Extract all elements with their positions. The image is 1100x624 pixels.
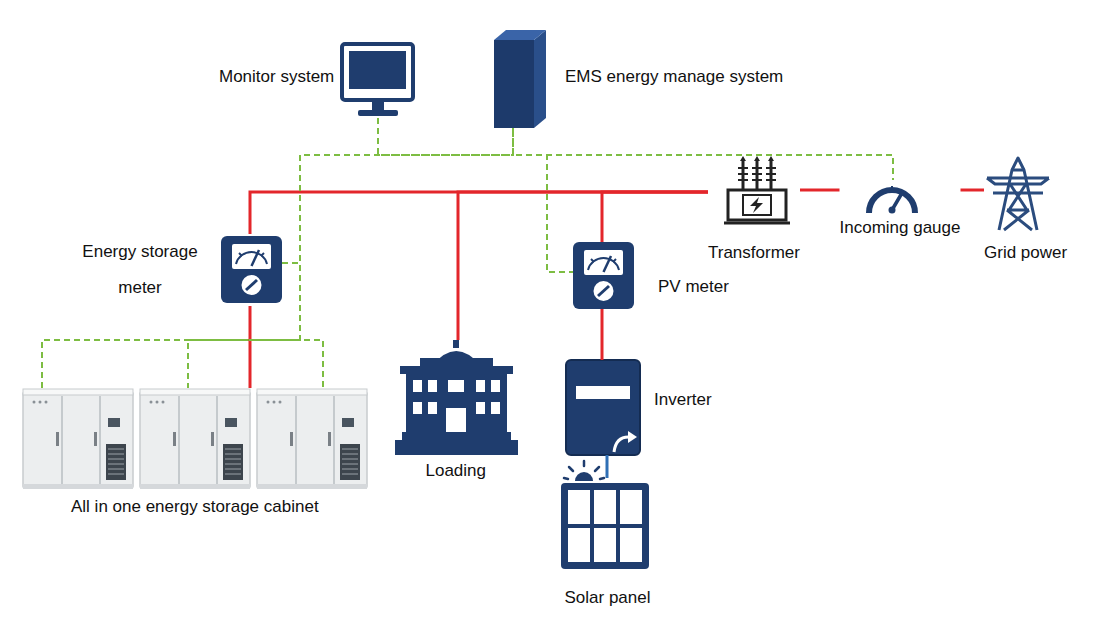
- monitor-node: Monitor system: [219, 42, 415, 118]
- node-label: PV meter: [658, 277, 729, 297]
- node-label-block: Solar panel: [565, 588, 651, 608]
- comm-line: [378, 118, 513, 155]
- ems-node: EMS energy manage system: [494, 30, 784, 128]
- cabinet-icon: [257, 389, 367, 489]
- node-label: Transformer: [708, 243, 800, 263]
- node-label: Energy storage meter: [74, 234, 206, 306]
- inverter-icon: [566, 360, 640, 455]
- solar-panel-node: Solar panel: [560, 478, 652, 608]
- node-label-block: EMS energy manage system: [565, 67, 783, 87]
- node-label: Loading: [426, 461, 487, 481]
- storage-cabinet-node: All in one energy storage cabinet: [22, 388, 368, 517]
- comm-line: [188, 128, 513, 388]
- gauge-node: Incoming gauge: [840, 180, 961, 238]
- power-line: [250, 192, 708, 234]
- grid-node: Grid power: [984, 158, 1068, 263]
- cabinet-icon: [23, 389, 133, 489]
- node-label-block: Incoming gauge: [840, 218, 961, 238]
- power-line: [961, 189, 985, 192]
- server-cabinet-icon: [494, 30, 546, 128]
- gauge-icon: [869, 186, 915, 214]
- node-label: Solar panel: [565, 588, 651, 608]
- node-label: Grid power: [984, 243, 1067, 263]
- power-line: [602, 192, 708, 242]
- node-label-block: PV meter: [658, 277, 729, 297]
- solar-panel-icon: [561, 461, 649, 569]
- node-label-block: Monitor system: [219, 67, 334, 87]
- comm-line: [282, 128, 513, 263]
- meter-icon: [221, 236, 282, 303]
- load-node: Loading: [395, 340, 518, 481]
- node-label-block: Loading: [426, 461, 487, 481]
- node-label-block: Energy storage meter: [74, 234, 206, 306]
- transformer-icon: [724, 156, 790, 223]
- node-label-block: All in one energy storage cabinet: [71, 497, 319, 517]
- node-label: Monitor system: [219, 67, 334, 87]
- power-line: [601, 309, 604, 360]
- meter-node: Energy storage meter: [74, 234, 282, 306]
- node-label-block: Grid power: [984, 243, 1067, 263]
- node-label: All in one energy storage cabinet: [71, 497, 319, 517]
- transformer-node: Transformer: [708, 156, 800, 263]
- monitor-icon: [342, 44, 413, 116]
- comm-bus-wire: [42, 340, 323, 388]
- transmission-tower-icon: [987, 158, 1049, 230]
- comm-line: [513, 128, 893, 180]
- node-label-block: Inverter: [654, 390, 712, 410]
- power-line: [800, 189, 840, 192]
- inverter-node: Inverter: [566, 360, 712, 455]
- node-label-block: Transformer: [708, 243, 800, 263]
- power-line: [458, 192, 708, 340]
- node-label: EMS energy manage system: [565, 67, 783, 87]
- power-line: [606, 455, 609, 478]
- meter-icon: [573, 242, 634, 309]
- power-line: [249, 306, 252, 388]
- node-label: Incoming gauge: [840, 218, 961, 238]
- cabinet-icon: [140, 389, 250, 489]
- building-icon: [395, 340, 518, 455]
- comm-line: [513, 128, 573, 272]
- meter-node: PV meter: [573, 242, 729, 309]
- node-label: Inverter: [654, 390, 712, 410]
